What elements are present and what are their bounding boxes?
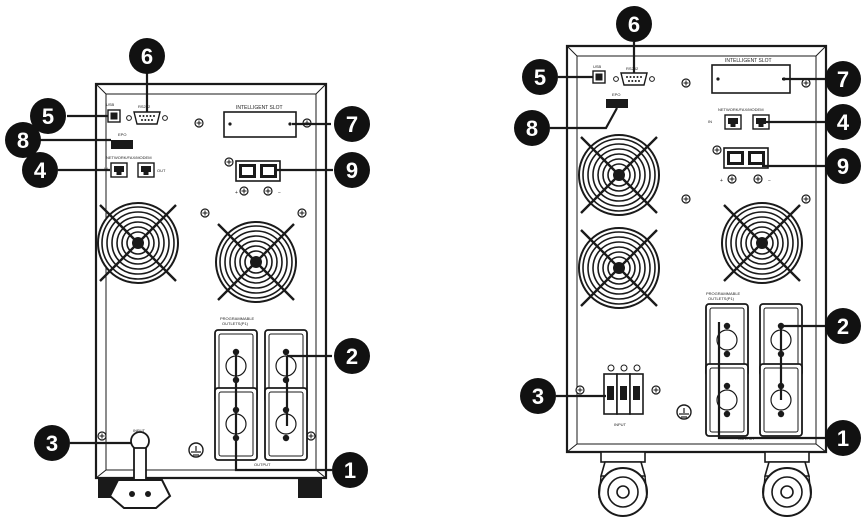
left-slot-label: INTELLIGENT SLOT xyxy=(236,105,283,111)
left-output-label: OUTPUT xyxy=(254,462,271,467)
right-ground-icon xyxy=(676,404,692,420)
right-wheel-right xyxy=(762,451,812,517)
left-callout-4: 4 xyxy=(22,152,58,188)
left-rs232-label: RS232 xyxy=(138,104,151,109)
svg-text:3: 3 xyxy=(532,384,544,409)
right-programmable-label: PROGRAMMABLE xyxy=(706,291,741,296)
left-input-cable xyxy=(133,447,147,481)
right-usb-port xyxy=(592,70,606,84)
right-callout-9: 9 xyxy=(825,148,861,184)
left-ups-unit: USB RS232 EPO NETWORK/FAX/MODEM IN OUT I… xyxy=(5,38,370,509)
svg-text:2: 2 xyxy=(837,314,849,339)
left-input-label: INPUT xyxy=(133,428,146,433)
left-ground-icon xyxy=(188,442,204,458)
right-plus-label: + xyxy=(720,178,723,184)
right-input-label: INPUT xyxy=(614,422,627,427)
right-net-in-label: IN xyxy=(708,119,712,124)
right-callout-7: 7 xyxy=(825,61,861,97)
left-plus-label: + xyxy=(235,190,238,196)
left-fan-2 xyxy=(214,220,298,304)
svg-text:4: 4 xyxy=(34,158,47,183)
left-usb-label: USB xyxy=(106,102,115,107)
right-callout-8: 8 xyxy=(514,110,550,146)
svg-text:4: 4 xyxy=(837,110,850,135)
svg-text:6: 6 xyxy=(628,12,640,37)
right-outlets-label: OUTLETS(P1) xyxy=(708,296,735,301)
right-callout-5: 5 xyxy=(522,59,558,95)
svg-text:5: 5 xyxy=(534,65,546,90)
svg-text:6: 6 xyxy=(141,44,153,69)
right-intelligent-slot xyxy=(711,64,791,94)
right-minus-label: − xyxy=(768,178,771,184)
right-epo-label: EPO xyxy=(612,92,620,97)
right-fan-2 xyxy=(577,226,661,310)
right-fan-3 xyxy=(720,201,804,285)
left-net-out-port xyxy=(137,162,155,178)
right-callout-1: 1 xyxy=(825,420,861,456)
left-net-out-label: OUT xyxy=(157,168,166,173)
svg-text:8: 8 xyxy=(526,116,538,141)
svg-text:2: 2 xyxy=(346,344,358,369)
left-epo-label: EPO xyxy=(118,132,126,137)
right-callout-3: 3 xyxy=(520,378,556,414)
svg-text:8: 8 xyxy=(17,128,29,153)
right-wheel-left xyxy=(598,451,648,517)
right-rs232-label: RS232 xyxy=(626,66,639,71)
left-net-in-port xyxy=(110,162,128,178)
right-usb-label: USB xyxy=(593,64,602,69)
left-battery-connector xyxy=(235,160,281,182)
right-net-in-port xyxy=(724,114,742,130)
right-programmable-outlet-2 xyxy=(705,363,749,437)
left-callout-3: 3 xyxy=(34,425,70,461)
right-epo-port xyxy=(606,99,628,108)
left-callout-5: 5 xyxy=(30,98,66,134)
left-callout-8: 8 xyxy=(5,122,41,158)
svg-text:9: 9 xyxy=(346,158,358,183)
right-ups-unit: USB RS232 EPO INTELLIGENT SLOT NETWORK/F… xyxy=(514,6,861,517)
left-usb-port xyxy=(107,109,121,123)
right-network-label: NETWORK/FAX/MODEM xyxy=(718,107,764,112)
left-callout-1: 1 xyxy=(332,452,368,488)
right-battery-connector xyxy=(723,147,769,169)
svg-text:7: 7 xyxy=(346,112,358,137)
left-foot-right xyxy=(298,478,322,498)
right-callout-4: 4 xyxy=(825,104,861,140)
left-intelligent-slot xyxy=(223,111,297,138)
left-callout-9: 9 xyxy=(334,152,370,188)
left-net-in-label: IN xyxy=(104,166,108,171)
right-leader-lines xyxy=(550,42,827,440)
svg-text:7: 7 xyxy=(837,67,849,92)
left-callout-7: 7 xyxy=(334,106,370,142)
left-leader-lines xyxy=(40,68,333,472)
svg-text:5: 5 xyxy=(42,104,54,129)
left-input-plug xyxy=(108,479,172,509)
left-outlets-label: OUTLETS(P1) xyxy=(222,321,249,326)
left-network-label: NETWORK/FAX/MODEM xyxy=(106,155,152,160)
left-minus-label: − xyxy=(278,190,281,196)
left-fan-1 xyxy=(96,201,180,285)
left-programmable-label: PROGRAMMABLE xyxy=(220,316,255,321)
right-callout-2: 2 xyxy=(825,308,861,344)
left-callout-2: 2 xyxy=(334,338,370,374)
svg-text:1: 1 xyxy=(344,458,356,483)
svg-text:9: 9 xyxy=(837,154,849,179)
svg-text:3: 3 xyxy=(46,431,58,456)
left-callout-6: 6 xyxy=(129,38,165,74)
left-epo-port xyxy=(111,140,133,149)
svg-text:1: 1 xyxy=(837,426,849,451)
right-fan-1 xyxy=(577,133,661,217)
right-callout-6: 6 xyxy=(616,6,652,42)
right-input-breakers xyxy=(603,364,644,415)
right-slot-label: INTELLIGENT SLOT xyxy=(725,58,772,64)
